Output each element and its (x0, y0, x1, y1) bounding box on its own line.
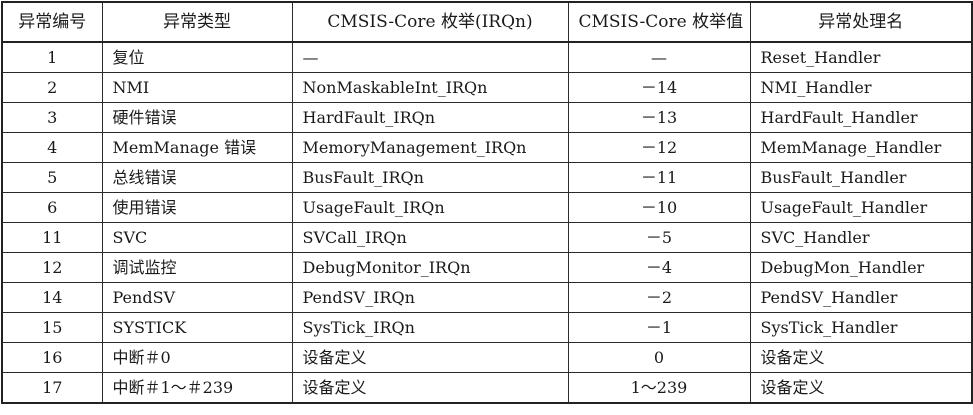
cell-exception-number: 17 (1, 372, 103, 404)
cell-cmsis-irqn: SysTick_IRQn (291, 312, 569, 343)
cell-cmsis-value: －12 (567, 132, 751, 163)
cell-cmsis-irqn: DebugMonitor_IRQn (291, 252, 569, 283)
cell-exception-type: 调试监控 (101, 252, 293, 283)
cell-handler-name: 设备定义 (749, 342, 973, 373)
cell-handler-name: BusFault_Handler (749, 162, 973, 193)
cell-exception-type: 中断＃1～＃239 (101, 372, 293, 404)
cell-exception-number: 2 (1, 72, 103, 103)
cell-cmsis-value: 1～239 (567, 372, 751, 404)
cell-exception-number: 11 (1, 222, 103, 253)
cell-handler-name: 设备定义 (749, 372, 973, 404)
cell-handler-name: HardFault_Handler (749, 102, 973, 133)
cell-cmsis-irqn: UsageFault_IRQn (291, 192, 569, 223)
cell-cmsis-irqn: 设备定义 (291, 342, 569, 373)
cell-cmsis-value: －5 (567, 222, 751, 253)
cell-exception-type: 总线错误 (101, 162, 293, 193)
header-cmsis-irqn: CMSIS-Core 枚举(IRQn) (291, 1, 569, 43)
cell-exception-number: 15 (1, 312, 103, 343)
header-exception-type: 异常类型 (101, 1, 293, 43)
cell-cmsis-irqn: — (291, 41, 569, 73)
cell-exception-type: 复位 (101, 41, 293, 73)
cell-exception-type: NMI (101, 72, 293, 103)
cell-exception-type: 硬件错误 (101, 102, 293, 133)
cell-exception-type: SVC (101, 222, 293, 253)
cell-cmsis-irqn: SVCall_IRQn (291, 222, 569, 253)
cell-cmsis-value: －4 (567, 252, 751, 283)
cell-exception-number: 6 (1, 192, 103, 223)
cell-handler-name: Reset_Handler (749, 41, 973, 73)
table-header: 异常编号 异常类型 CMSIS-Core 枚举(IRQn) CMSIS-Core… (1, 1, 973, 43)
cell-cmsis-irqn: 设备定义 (291, 372, 569, 404)
header-exception-number: 异常编号 (1, 1, 103, 43)
cell-cmsis-value: －2 (567, 282, 751, 313)
exception-table-container: 异常编号 异常类型 CMSIS-Core 枚举(IRQn) CMSIS-Core… (1, 1, 973, 404)
exception-table: 异常编号 异常类型 CMSIS-Core 枚举(IRQn) CMSIS-Core… (1, 1, 973, 404)
cell-exception-type: 使用错误 (101, 192, 293, 223)
header-row: 异常编号 异常类型 CMSIS-Core 枚举(IRQn) CMSIS-Core… (1, 1, 973, 43)
cell-cmsis-value: －13 (567, 102, 751, 133)
cell-cmsis-value: －11 (567, 162, 751, 193)
cell-exception-type: SYSTICK (101, 312, 293, 343)
cell-cmsis-value: 0 (567, 342, 751, 373)
cell-cmsis-value: －1 (567, 312, 751, 343)
cell-handler-name: MemManage_Handler (749, 132, 973, 163)
header-handler-name: 异常处理名 (749, 1, 973, 43)
cell-cmsis-irqn: BusFault_IRQn (291, 162, 569, 193)
cell-exception-number: 4 (1, 132, 103, 163)
cell-exception-number: 16 (1, 342, 103, 373)
cell-handler-name: NMI_Handler (749, 72, 973, 103)
header-cmsis-value: CMSIS-Core 枚举值 (567, 1, 751, 43)
cell-cmsis-value: — (567, 41, 751, 73)
cell-exception-number: 14 (1, 282, 103, 313)
cell-exception-type: 中断＃0 (101, 342, 293, 373)
cell-cmsis-irqn: HardFault_IRQn (291, 102, 569, 133)
cell-cmsis-irqn: PendSV_IRQn (291, 282, 569, 313)
cell-cmsis-value: －10 (567, 192, 751, 223)
cell-cmsis-value: －14 (567, 72, 751, 103)
cell-handler-name: SVC_Handler (749, 222, 973, 253)
cell-handler-name: DebugMon_Handler (749, 252, 973, 283)
cell-exception-type: MemManage 错误 (101, 132, 293, 163)
cell-cmsis-irqn: MemoryManagement_IRQn (291, 132, 569, 163)
cell-handler-name: UsageFault_Handler (749, 192, 973, 223)
cell-handler-name: PendSV_Handler (749, 282, 973, 313)
cell-exception-number: 12 (1, 252, 103, 283)
cell-exception-number: 3 (1, 102, 103, 133)
cell-exception-number: 1 (1, 41, 103, 73)
cell-exception-type: PendSV (101, 282, 293, 313)
cell-exception-number: 5 (1, 162, 103, 193)
cell-handler-name: SysTick_Handler (749, 312, 973, 343)
cell-cmsis-irqn: NonMaskableInt_IRQn (291, 72, 569, 103)
